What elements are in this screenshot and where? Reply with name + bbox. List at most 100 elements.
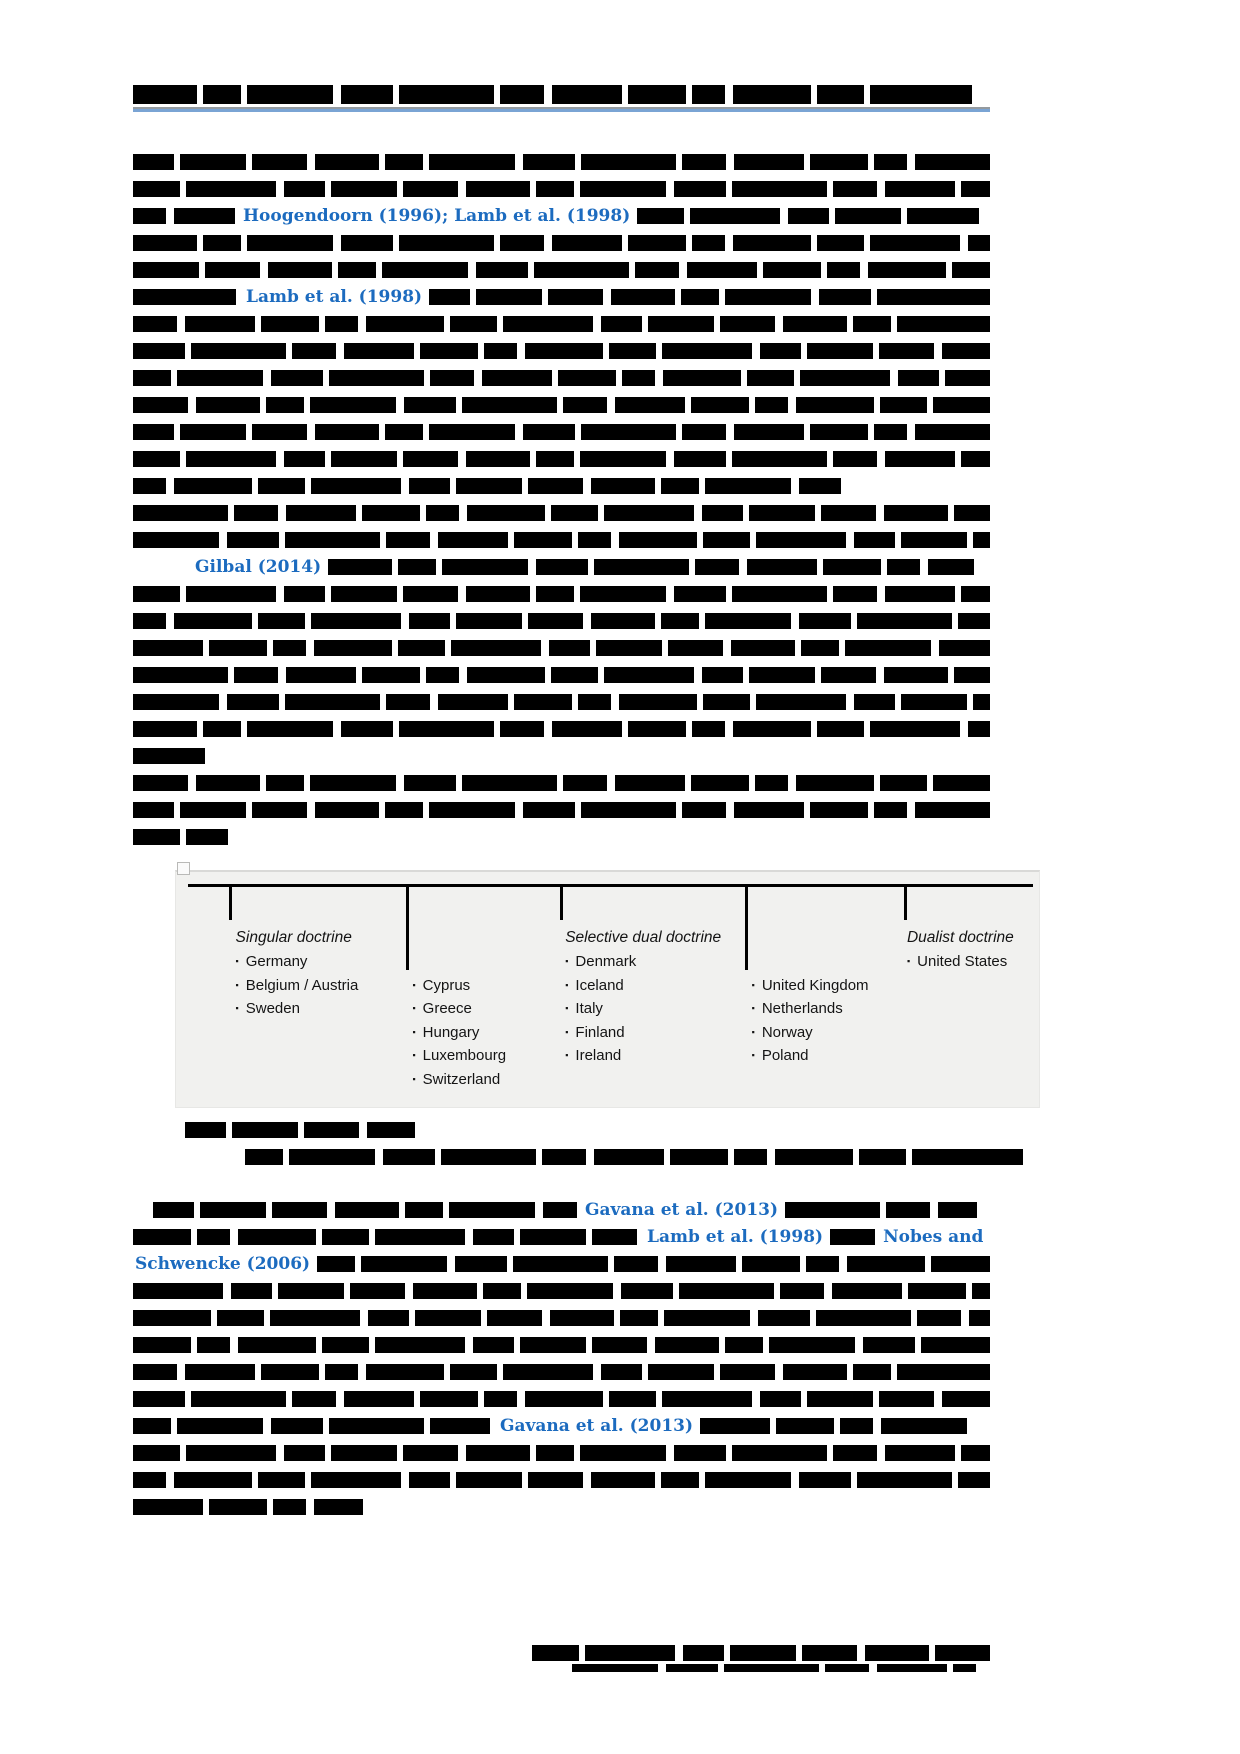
redacted-text-bar [482,369,552,386]
redacted-paragraph: Lamb et al. (1998) [133,283,990,499]
redacted-text-bar [969,1309,990,1326]
redacted-text-bar [191,342,286,359]
redacted-text-bar [420,1390,478,1407]
country-name: United States [917,953,1008,970]
redacted-line [133,607,990,634]
country-item: ▪Denmark [565,950,721,974]
redacted-text-bar [426,504,459,521]
redacted-text-bar [548,288,604,305]
page-content: Hoogendoorn (1996); Lamb et al. (1998) L… [133,84,1040,1520]
redacted-text-bar [549,639,590,656]
country-name: Ireland [575,1047,622,1064]
redacted-text-bar [133,423,174,440]
citation-hoogendoorn_lamb[interactable]: Hoogendoorn (1996); Lamb et al. (1998) [243,205,631,226]
redacted-line [133,823,990,850]
redacted-text-bar [449,1201,535,1218]
redacted-text-bar [285,531,380,548]
citation-gavana2013[interactable]: Gavana et al. (2013) [585,1199,779,1220]
redacted-line [133,445,990,472]
redacted-line [133,1439,990,1466]
bullet-icon: ▪ [565,1003,569,1014]
redacted-text-bar [403,180,458,197]
redacted-text-bar [670,1148,728,1165]
bullet-icon: ▪ [906,956,911,967]
doctrine-column-1: Singular doctrine▪Germany▪Belgium / Aust… [236,926,359,1021]
citation-gilbal2014[interactable]: Gilbal (2014) [195,556,322,577]
citation-nobes_and[interactable]: Nobes and [883,1226,984,1247]
redacted-text-bar [725,288,812,305]
bullet-icon: ▪ [565,979,569,990]
redacted-text-bar [455,1255,508,1272]
redacted-line [133,499,990,526]
redacted-text-bar [536,1444,574,1461]
redacted-text-bar [331,450,397,467]
redacted-text-bar [958,612,990,629]
redacted-text-bar [580,180,666,197]
redacted-text-bar [133,774,188,791]
redacted-text-bar [404,396,456,413]
redacted-text-bar [133,261,199,278]
redacted-text-bar [133,1336,191,1353]
redacted-text-bar [456,1471,522,1488]
citation-gavana2013b[interactable]: Gavana et al. (2013) [500,1415,694,1436]
redacted-text-bar [234,504,278,521]
redacted-text-bar [692,720,725,737]
citation-lamb1998b[interactable]: Lamb et al. (1998) [647,1226,824,1247]
redacted-text-bar [403,450,458,467]
redacted-text-bar [513,1255,609,1272]
redacted-line [133,1304,990,1331]
redacted-text-bar [310,774,396,791]
doctrine-column-5: Dualist doctrine▪United States [907,926,1014,974]
redacted-text-bar [467,666,545,683]
country-item: ▪Ireland [565,1044,721,1068]
citation-schwencke2006[interactable]: Schwencke (2006) [135,1253,311,1274]
citation-lamb1998[interactable]: Lamb et al. (1998) [246,286,423,307]
redacted-text-bar [133,1498,203,1515]
country-name: Poland [761,1047,809,1064]
redacted-paragraph: Gavana et al. (2013) Lamb et al. (1998) No… [133,1196,990,1520]
redacted-text-bar [817,234,864,251]
redacted-text-bar [788,207,830,224]
figure-caption-redacted [245,1143,1023,1170]
doctrine-column-4: ▪United Kingdom▪Netherlands▪Norway▪Polan… [752,974,869,1068]
redacted-text-bar [628,720,686,737]
redacted-text-bar [648,315,714,332]
redacted-text-bar [755,774,788,791]
redacted-text-bar [874,153,907,170]
redacted-text-bar [523,801,575,818]
redacted-text-bar [731,639,795,656]
redacted-text-bar [885,585,955,602]
redacted-text-bar [880,774,927,791]
redacted-text-bar [409,477,450,494]
redacted-text-bar [328,558,393,575]
redacted-text-bar [747,369,794,386]
redacted-line: Hoogendoorn (1996); Lamb et al. (1998) [133,202,990,229]
redacted-text-bar [528,612,583,629]
redacted-text-bar [817,85,864,104]
redacted-text-bar [203,720,241,737]
bullet-icon: ▪ [412,1073,416,1084]
spectrum-tick-1 [228,884,232,920]
redacted-text-bar [528,477,583,494]
redacted-text-bar [732,180,827,197]
redacted-text-bar [238,1336,316,1353]
redacted-text-bar [258,612,305,629]
redacted-text-bar [915,153,990,170]
redacted-text-bar [133,828,180,845]
redacted-text-bar [186,180,276,197]
redacted-text-bar [594,558,690,575]
redacted-text-bar [404,774,456,791]
bullet-icon: ▪ [235,979,239,990]
redacted-text-bar [133,207,166,224]
spectrum-axis-line [188,884,1033,887]
redacted-text-bar [682,423,726,440]
redacted-text-bar [385,801,423,818]
redacted-paragraph: Hoogendoorn (1996); Lamb et al. (1998) [133,202,990,283]
redacted-text-bar [661,1471,699,1488]
redacted-text-bar [462,774,557,791]
redacted-text-bar [655,1336,719,1353]
redacted-text-bar [292,342,336,359]
redacted-text-bar [756,531,846,548]
redacted-text-bar [578,693,611,710]
redacted-text-bar [261,315,319,332]
